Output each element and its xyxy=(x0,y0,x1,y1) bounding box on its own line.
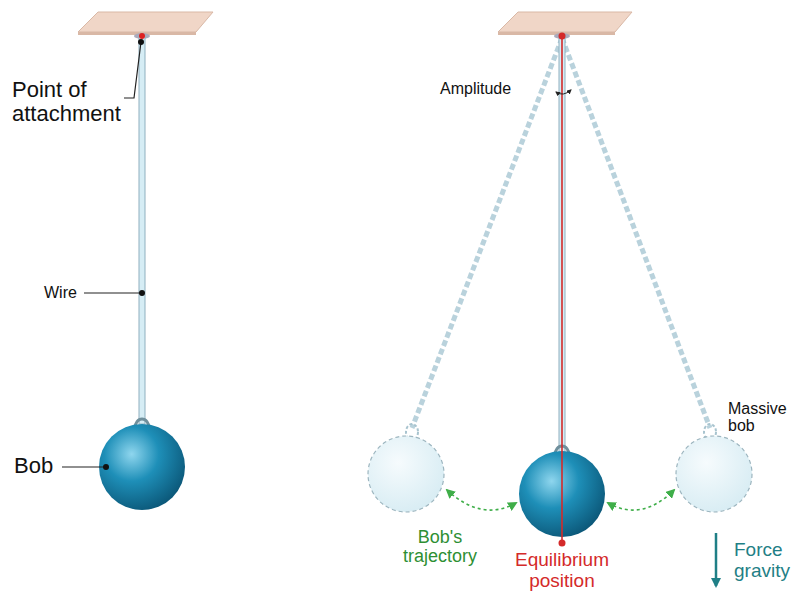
trajectory-arrow xyxy=(608,490,674,510)
part-label: Bob xyxy=(14,454,53,478)
part-label: Point of attachment xyxy=(12,78,137,126)
part-label: Massive bob xyxy=(728,400,787,435)
leader-line xyxy=(124,42,141,98)
part-label: Wire xyxy=(44,284,77,301)
right-pendulum xyxy=(368,12,752,586)
ghost-bob xyxy=(368,436,444,512)
ceiling-plate xyxy=(78,12,213,32)
amplitude-arc xyxy=(556,90,571,94)
gravity-arrow xyxy=(715,533,718,586)
leader-dot xyxy=(139,290,145,296)
equilibrium-dot xyxy=(559,540,566,547)
amplitude-label: Amplitude xyxy=(440,80,511,97)
wire xyxy=(139,36,145,424)
leader-line xyxy=(84,292,142,293)
mount xyxy=(554,33,570,39)
bob xyxy=(99,424,185,510)
equilibrium-label: Equilibrium position xyxy=(515,550,609,591)
trajectory-label: Bob's trajectory xyxy=(403,528,477,567)
ghost-bob xyxy=(676,436,752,512)
leader-dot xyxy=(103,464,109,470)
ceiling-plate xyxy=(498,12,632,32)
ghost-wire xyxy=(562,38,710,428)
mount xyxy=(134,33,150,39)
ghost-wire xyxy=(412,38,562,428)
pivot-dot xyxy=(559,33,566,40)
leader-dot xyxy=(138,39,144,45)
equilibrium-line xyxy=(561,36,563,542)
attachment-point xyxy=(139,33,145,39)
trajectory-arrow xyxy=(447,490,516,510)
force-label: Force gravity xyxy=(734,540,790,581)
leader-line xyxy=(62,466,106,467)
